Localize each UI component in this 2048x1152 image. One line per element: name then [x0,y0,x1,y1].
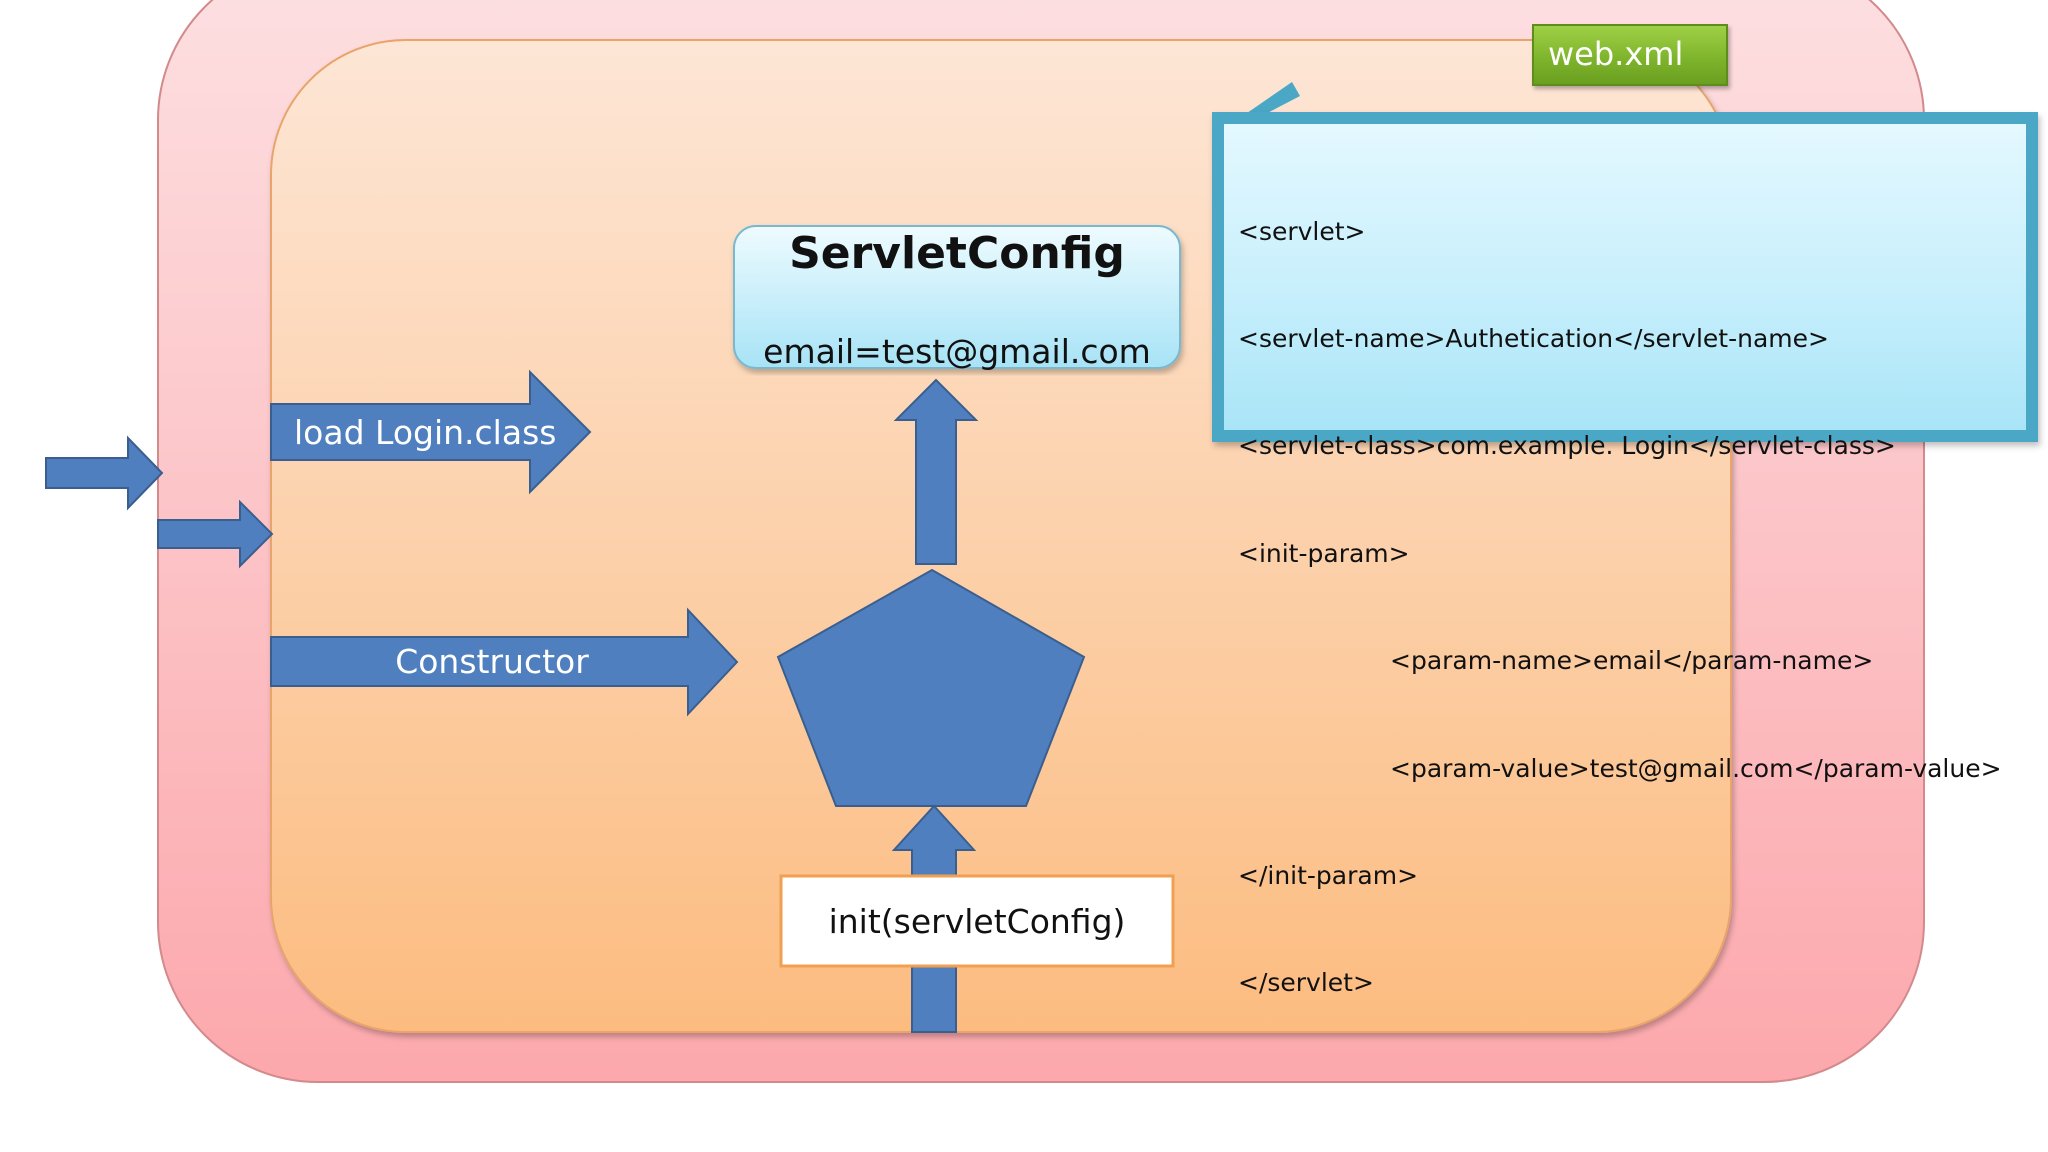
web-xml-code-box: <servlet> <servlet-name>Authetication</s… [1212,112,2038,997]
code-line: <param-value>test@gmail.com</param-value… [1390,753,2002,783]
incoming-arrow-top [45,435,164,511]
code-line: <servlet-class>com.example. Login</servl… [1238,431,1896,461]
init-method-label: init(servletConfig) [829,902,1126,941]
code-line: </servlet> [1238,968,1374,998]
load-class-arrow [270,369,592,495]
constructor-arrow [270,607,739,717]
servlet-config-title: ServletConfig [789,228,1125,279]
config-up-arrow [893,378,979,565]
code-line: <param-name>email</param-name> [1390,646,1874,676]
constructor-label: Constructor [395,642,589,681]
code-line: <servlet-name>Authetication</servlet-nam… [1238,323,1829,353]
servlet-config-value: email=test@gmail.com [763,332,1151,371]
code-line: </init-param> [1238,860,1419,890]
incoming-arrow-bottom [157,499,274,569]
servlet-config-box [733,225,1181,369]
init-method-box [779,874,1175,968]
web-xml-tag: web.xml [1532,24,1728,86]
load-class-label: load Login.class [294,413,556,452]
code-line: <init-param> [1238,538,1410,568]
servlet-instance-pentagon [776,568,1086,807]
code-line: <servlet> [1238,216,1366,246]
